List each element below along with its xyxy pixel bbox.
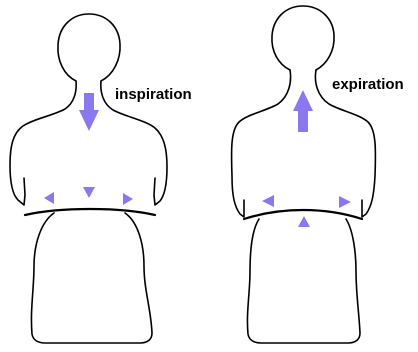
head [272,6,334,70]
outward-arrow-right-icon [339,196,351,208]
inward-arrow-right-icon [123,193,133,205]
upper-body [10,81,76,205]
inspiration-figure: inspiration [10,14,192,343]
down-arrow [79,93,99,131]
expiration-label: expiration [332,76,404,93]
diaphragm-line [25,209,155,215]
outward-arrow-left-icon [262,195,274,207]
head [58,14,120,81]
up-arrow [293,90,313,132]
inward-arrow-left-icon [44,192,54,204]
upper-body [232,70,291,217]
diaphragm-line [244,210,362,219]
lower-body [247,219,360,343]
inspiration-label: inspiration [115,86,192,103]
expiration-figure: expiration [232,6,404,343]
down-arrow-center-icon [83,187,95,198]
lower-body [31,213,152,343]
up-arrow-center-icon [298,216,310,227]
